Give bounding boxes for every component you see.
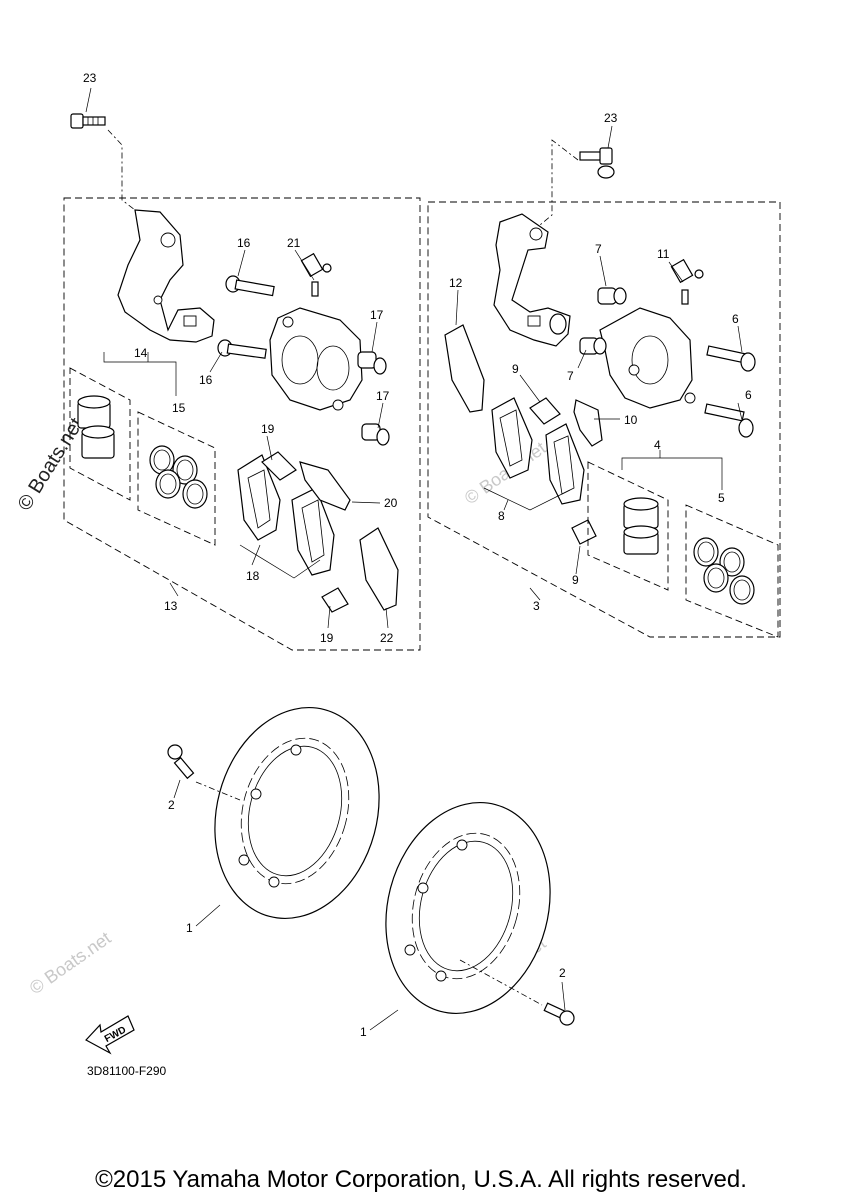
left-group-outline — [63, 197, 421, 651]
bleed-screw-11 — [670, 258, 704, 305]
disc-bolt-2-right — [543, 1002, 575, 1026]
caliper-bracket-right — [493, 213, 571, 347]
right-caliper-group: 23 12 7 7 11 6 6 9 9 10 4 5 8 3 — [427, 111, 781, 638]
boats-net-watermark: © Boats.net — [14, 414, 88, 515]
right-leaders — [455, 125, 743, 601]
boot-17-lower — [361, 423, 390, 446]
boot-17-upper — [357, 351, 387, 375]
faint-watermark: © Boats.net — [26, 928, 115, 998]
caliper-body-left — [269, 307, 363, 411]
callout-5: 5 — [718, 491, 725, 505]
pad-clip-19-upper — [261, 451, 297, 481]
pad-spring-20 — [299, 461, 351, 511]
pad-shim-12 — [444, 324, 485, 413]
pin-bolt-16-upper — [225, 275, 275, 297]
callout-22: 22 — [380, 631, 394, 645]
diagram-code: 3D81100-F290 — [87, 1064, 166, 1078]
callout-14: 14 — [134, 346, 148, 360]
callout-17: 17 — [370, 308, 384, 322]
pin-bolt-16-lower — [217, 339, 267, 359]
callout-1: 1 — [186, 921, 193, 935]
pin-bolt-6-upper — [706, 345, 756, 372]
brake-pad-8b — [545, 423, 585, 505]
callout-17: 17 — [376, 389, 390, 403]
brake-disc-right — [385, 801, 551, 1015]
fwd-arrow-icon: FWD — [85, 1015, 135, 1055]
left-leaders — [85, 87, 389, 629]
callout-12: 12 — [449, 276, 463, 290]
callout-13: 13 — [164, 599, 178, 613]
disc-bolt-2-left — [167, 744, 195, 780]
caliper-body-right — [599, 307, 693, 409]
callout-9: 9 — [572, 573, 579, 587]
callout-3: 3 — [533, 599, 540, 613]
bolt-23-left — [70, 113, 106, 129]
boot-7-lower — [579, 337, 607, 355]
bolt-23-right — [579, 147, 615, 179]
callout-23: 23 — [83, 71, 97, 85]
bleed-screw-21 — [300, 252, 332, 297]
seal-kit-15 — [149, 445, 208, 509]
callout-2: 2 — [168, 798, 175, 812]
callout-6: 6 — [745, 388, 752, 402]
callout-2: 2 — [559, 966, 566, 980]
callout-19: 19 — [320, 631, 334, 645]
piston-14 — [77, 395, 115, 459]
boot-7-upper — [597, 287, 627, 305]
callout-16: 16 — [199, 373, 213, 387]
pad-support-22 — [359, 527, 399, 611]
callout-4: 4 — [654, 438, 661, 452]
callout-7: 7 — [567, 369, 574, 383]
piston-4 — [623, 497, 659, 555]
pad-clip-9-upper — [529, 397, 561, 425]
caliper-bracket — [117, 209, 215, 343]
pad-clip-9-lower — [571, 519, 597, 545]
copyright-notice: ©2015 Yamaha Motor Corporation, U.S.A. A… — [95, 1166, 747, 1193]
pad-spring-10 — [573, 399, 603, 447]
callout-18: 18 — [246, 569, 260, 583]
left-caliper-group: 23 16 16 21 17 17 14 15 19 19 20 18 13 2… — [63, 71, 421, 651]
callout-8: 8 — [498, 509, 505, 523]
callout-1: 1 — [360, 1025, 367, 1039]
callout-9: 9 — [512, 362, 519, 376]
callout-7: 7 — [595, 242, 602, 256]
callout-20: 20 — [384, 496, 398, 510]
callout-15: 15 — [172, 401, 186, 415]
callout-19: 19 — [261, 422, 275, 436]
pad-clip-19-lower — [321, 587, 349, 613]
callout-21: 21 — [287, 236, 301, 250]
svg-text:FWD: FWD — [103, 1025, 128, 1045]
callout-23: 23 — [604, 111, 618, 125]
callout-6: 6 — [732, 312, 739, 326]
callout-11: 11 — [657, 247, 670, 261]
right-group-outline — [427, 201, 781, 638]
seal-kit-5 — [693, 537, 755, 605]
callout-10: 10 — [624, 413, 638, 427]
pin-bolt-6-lower — [704, 403, 754, 438]
brake-disc-left — [214, 706, 380, 920]
callout-16: 16 — [237, 236, 251, 250]
